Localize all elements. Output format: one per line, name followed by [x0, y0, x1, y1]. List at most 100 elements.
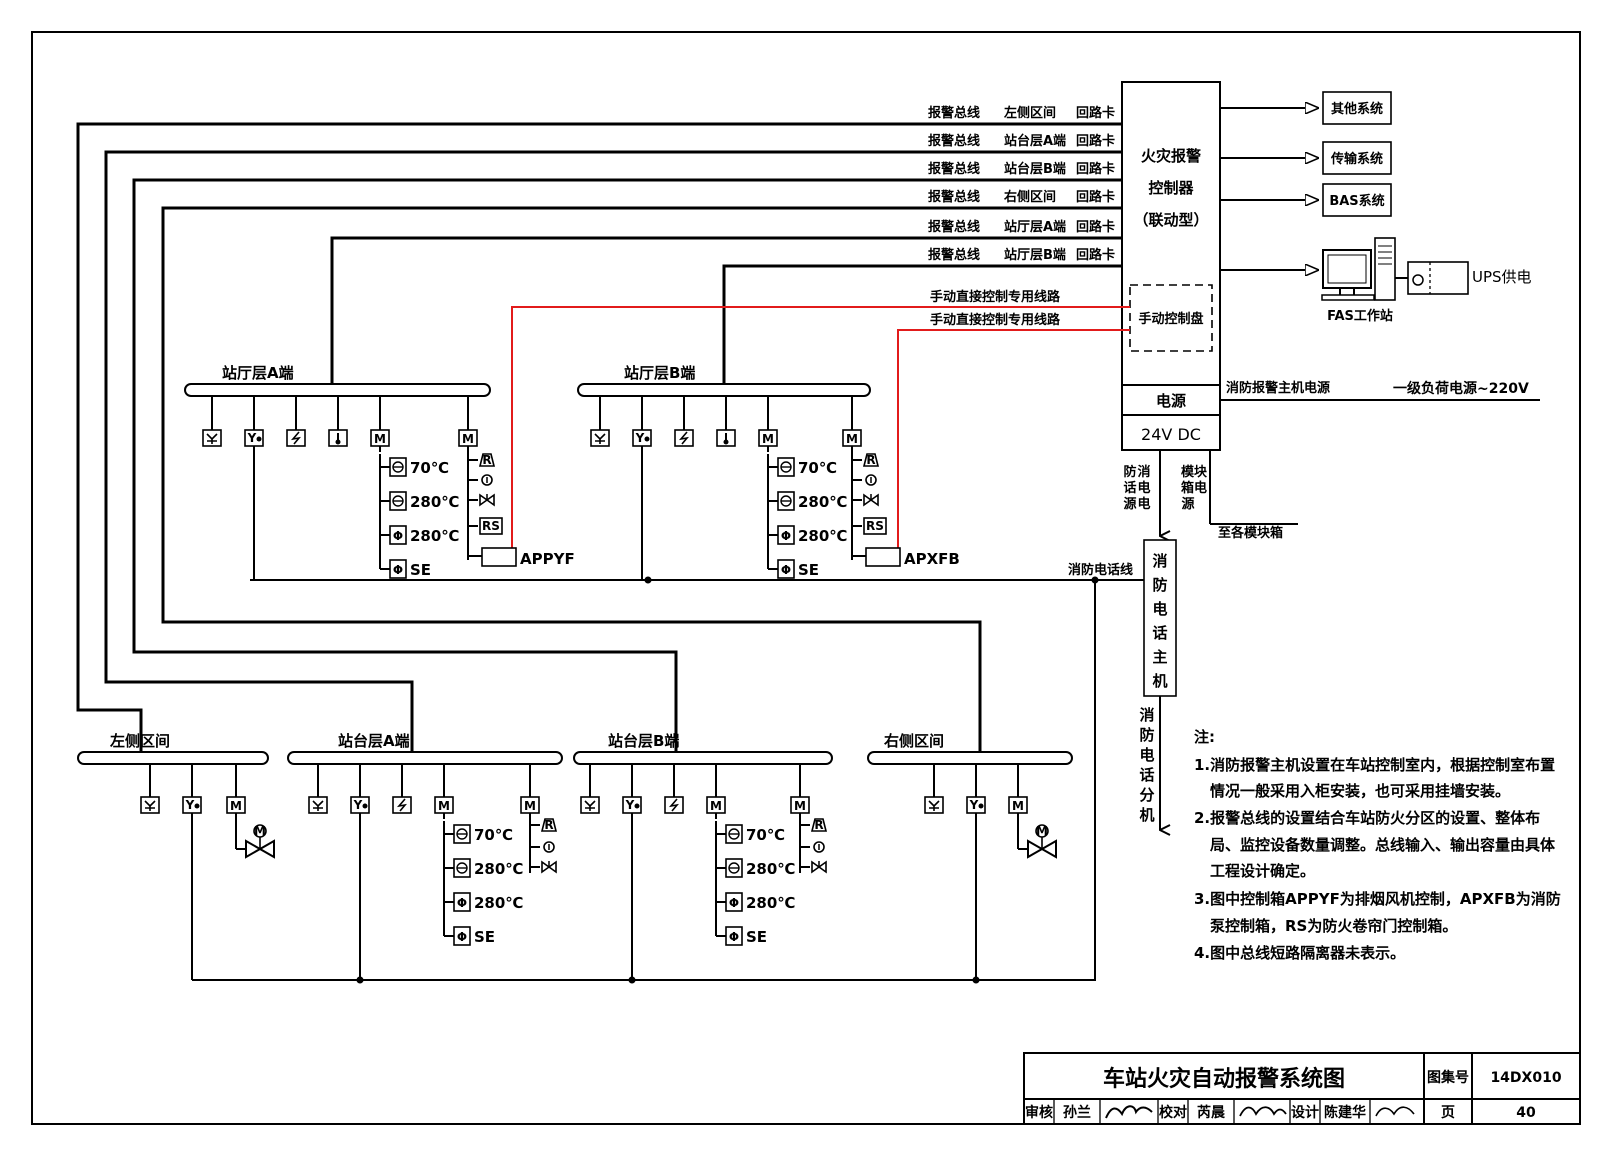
fire-damper-phi: Φ	[781, 529, 791, 543]
notes-head: 注:	[1194, 728, 1215, 746]
module-power-label: 模块 箱电 源	[1181, 464, 1208, 512]
module-icon: M	[434, 796, 454, 814]
fas-workstation-label: FAS工作站	[1327, 308, 1393, 324]
svg-text:源: 源	[1181, 496, 1194, 512]
smoke-detector-dot	[634, 803, 640, 809]
svg-text:电: 电	[1152, 600, 1167, 618]
note-line: 泵控制箱，RS为防火卷帘门控制箱。	[1210, 917, 1457, 935]
fire-damper-label: SE	[474, 928, 495, 946]
zone-label: 右侧区间	[884, 732, 944, 750]
svg-text:回路卡: 回路卡	[1076, 219, 1115, 235]
bus-line-right-interval	[161, 206, 1122, 758]
controller-title-line3: （联动型）	[1133, 211, 1208, 229]
manual-alarm-icon	[308, 796, 328, 814]
bus-bar	[867, 751, 1073, 765]
phone-power-label: 消 电 电 防 话 源	[1123, 464, 1150, 512]
thermometer-bulb	[723, 439, 729, 445]
smoke-detector-icon: Y	[632, 429, 652, 447]
motor-valve-icon: M	[245, 824, 275, 859]
sound-light-alarm-shape	[810, 818, 828, 832]
svg-text:站台层B端: 站台层B端	[1004, 161, 1066, 177]
manual-alarm-glyph	[928, 800, 940, 811]
svg-text:回路卡: 回路卡	[1076, 105, 1115, 121]
bell-icon	[865, 474, 877, 486]
fire-damper-label: SE	[410, 561, 431, 579]
fire-damper-box	[389, 559, 407, 579]
sound-light-alarm-shape	[540, 818, 558, 832]
svg-text:报警总线: 报警总线	[928, 219, 980, 235]
control-panel-label: APPYF	[520, 550, 575, 568]
manual-alarm-icon	[202, 429, 222, 447]
transmission-system-box	[1322, 141, 1392, 175]
fire-damper-label: 280℃	[798, 493, 847, 511]
module-letter: M	[794, 799, 806, 813]
note-line: 1.消防报警主机设置在车站控制室内，根据控制室布置	[1194, 756, 1555, 774]
main-power-feed: 消防报警主机电源 一级负荷电源~220V	[1220, 380, 1540, 401]
bus-label-5: 报警总线 站厅层A端 回路卡	[928, 219, 1115, 235]
zone-label: 站厅层A端	[222, 364, 294, 382]
manual-alarm-icon	[140, 796, 160, 814]
output-systems: 其他系统 传输系统 BAS系统	[1220, 91, 1392, 270]
bus-line-hall-b	[722, 264, 1122, 384]
fire-damper-icon: 280℃	[453, 858, 523, 878]
svg-text:电: 电	[1137, 496, 1150, 512]
svg-text:话: 话	[1152, 624, 1167, 642]
manual-alarm-icon	[590, 429, 610, 447]
svg-text:话: 话	[1123, 480, 1136, 496]
drawing-title: 车站火灾自动报警系统图	[1103, 1066, 1345, 1092]
valve-icon	[541, 860, 557, 874]
monitor-icon	[1322, 249, 1372, 289]
fire-damper-label: 280℃	[410, 527, 459, 545]
module-icon: M	[370, 429, 390, 447]
designer-name: 陈建华	[1324, 1104, 1366, 1121]
fire-damper-phi: Φ	[729, 930, 739, 944]
notes: 注: 1.消防报警主机设置在车站控制室内，根据控制室布置 情况一般采用入柜安装，…	[1194, 728, 1561, 962]
svg-text:模块: 模块	[1181, 464, 1208, 480]
alarm-bus-lines: 报警总线 左侧区间 回路卡 报警总线 站台层A端 回路卡 报警总线 站台层B端 …	[76, 105, 1122, 758]
module-icon: M	[458, 429, 478, 447]
svg-text:机: 机	[1152, 672, 1167, 690]
smoke-detector-icon: Y	[966, 796, 986, 814]
fire-damper-icon: 70℃	[777, 457, 837, 477]
power-source-label: 一级负荷电源~220V	[1393, 380, 1529, 397]
bus-line-left-interval	[76, 122, 1122, 758]
bus-bar	[184, 383, 491, 397]
module-letter: M	[762, 432, 774, 446]
rolling-shutter-box: RS	[863, 517, 887, 535]
controller-title-line2: 控制器	[1148, 179, 1194, 197]
fire-damper-phi: Φ	[393, 529, 403, 543]
fire-damper-label: SE	[746, 928, 767, 946]
atlas-label: 图集号	[1427, 1069, 1469, 1086]
to-modules-label: 至各模块箱	[1218, 525, 1283, 541]
sound-light-alarm-letter: R	[814, 818, 823, 832]
smoke-detector-icon: Y	[350, 796, 370, 814]
heat-detector-icon	[286, 429, 306, 447]
manual-alarm-glyph	[206, 433, 218, 444]
valve-body	[1027, 839, 1057, 859]
heat-detector-glyph	[668, 798, 679, 812]
controller-title-line1: 火灾报警	[1141, 147, 1201, 165]
svg-text:站台层A端: 站台层A端	[1004, 133, 1066, 149]
fire-damper-phi: Φ	[457, 896, 467, 910]
svg-text:左侧区间: 左侧区间	[1004, 105, 1056, 121]
manual-control-panel-label: 手动控制盘	[1138, 311, 1203, 327]
sound-light-alarm-shape	[862, 453, 880, 467]
sound-light-alarm-icon: R	[810, 818, 828, 832]
svg-text:话: 话	[1139, 766, 1154, 784]
bell-icon	[813, 841, 825, 853]
svg-text:电: 电	[1137, 480, 1150, 496]
phone-system: 至各模块箱 消 电 电 防 话 源 模块 箱电 源 消 防 电 话 主 机 消 …	[192, 450, 1298, 981]
fire-damper-label: 280℃	[410, 493, 459, 511]
module-icon: M	[1008, 796, 1028, 814]
sound-light-alarm-letter: R	[544, 818, 553, 832]
module-icon: M	[226, 796, 246, 814]
fire-damper-label: 70℃	[746, 826, 785, 844]
svg-text:防: 防	[1123, 464, 1136, 480]
fire-damper-box	[453, 892, 471, 912]
